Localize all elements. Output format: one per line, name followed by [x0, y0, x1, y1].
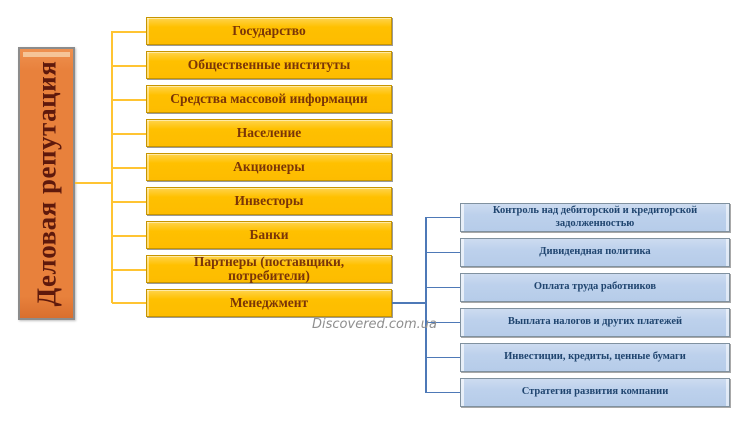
- stakeholder-partners: Партнеры (поставщики, потребители): [146, 253, 392, 283]
- connector-line: [426, 357, 460, 358]
- stakeholder-banks: Банки: [146, 221, 392, 249]
- function-label: Стратегия развития компании: [521, 386, 669, 398]
- stakeholder-label: Государство: [232, 22, 306, 38]
- stakeholder-trunk-line: [111, 31, 113, 303]
- connector-line: [112, 235, 146, 237]
- stakeholder-label: Акционеры: [233, 158, 305, 174]
- function-labor-payment: Оплата труда работников: [460, 273, 730, 302]
- watermark: Discovered.com.ua: [312, 317, 438, 332]
- connector-line: [426, 252, 460, 253]
- stakeholder-public-institutions: Общественные институты: [146, 51, 392, 79]
- connector-line: [426, 287, 460, 288]
- function-label: Инвестиции, кредиты, ценные бумаги: [504, 351, 686, 363]
- connector-line: [112, 65, 146, 67]
- connector-line: [112, 201, 146, 203]
- stakeholder-label: Менеджмент: [229, 294, 309, 310]
- root-node-business-reputation: Деловая репутация: [18, 47, 75, 320]
- connector-line: [112, 269, 146, 271]
- connector-line: [112, 167, 146, 169]
- stakeholder-label: Инвесторы: [234, 192, 304, 208]
- highlight-strip: [23, 52, 70, 57]
- connector-line: [112, 31, 146, 33]
- connector-line: [426, 322, 460, 323]
- stakeholder-label: Общественные институты: [187, 56, 351, 72]
- management-connector-line: [392, 302, 426, 304]
- stakeholder-label: Банки: [249, 226, 289, 242]
- stakeholder-investors: Инвесторы: [146, 187, 392, 215]
- stakeholder-label: Население: [236, 124, 302, 140]
- stakeholder-mass-media: Средства массовой информации: [146, 85, 392, 113]
- root-connector-line: [75, 182, 112, 184]
- function-label: Дивидендная политика: [539, 246, 651, 258]
- root-node-label: Деловая репутация: [31, 60, 61, 307]
- stakeholder-management: Менеджмент: [146, 289, 392, 317]
- stakeholder-shareholders: Акционеры: [146, 153, 392, 181]
- connector-line: [112, 133, 146, 135]
- function-label: Оплата труда работников: [533, 281, 657, 293]
- function-debt-control: Контроль над дебиторской и кредиторской …: [460, 203, 730, 232]
- stakeholder-label: Средства массовой информации: [170, 90, 368, 106]
- connector-line: [426, 392, 460, 393]
- function-label: Выплата налогов и других платежей: [507, 316, 683, 328]
- function-development-strategy: Стратегия развития компании: [460, 378, 730, 407]
- connector-line: [112, 302, 146, 304]
- function-trunk-line: [425, 217, 427, 393]
- function-tax-payments: Выплата налогов и других платежей: [460, 308, 730, 337]
- connector-line: [112, 99, 146, 101]
- function-dividend-policy: Дивидендная политика: [460, 238, 730, 267]
- stakeholder-state: Государство: [146, 17, 392, 45]
- stakeholder-population: Население: [146, 119, 392, 147]
- function-label: Контроль над дебиторской и кредиторской …: [492, 205, 698, 229]
- function-investments: Инвестиции, кредиты, ценные бумаги: [460, 343, 730, 372]
- stakeholder-label: Партнеры (поставщики, потребители): [193, 253, 345, 283]
- connector-line: [426, 217, 460, 218]
